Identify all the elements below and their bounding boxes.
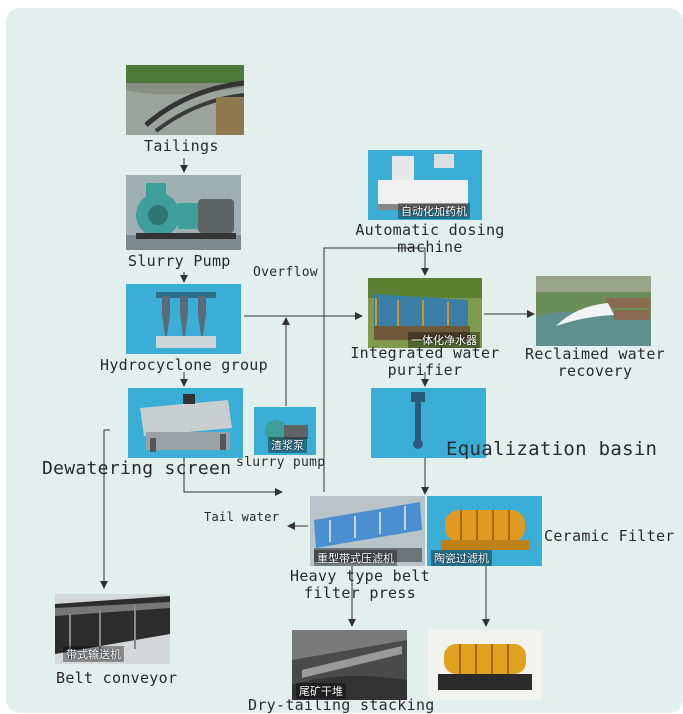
- hydrocyclone-label: Hydrocyclone group: [100, 356, 268, 374]
- dry-tailing-image: 尾矿干堆: [292, 630, 407, 700]
- water-purifier-label-line1: Integrated water: [350, 344, 500, 362]
- reclaimed-water-label-line1: Reclaimed water: [525, 345, 665, 363]
- belt-filter-press-label-line2: filter press: [304, 584, 416, 603]
- small-slurry-pump-image: 渣浆泵: [254, 407, 316, 455]
- ceramic-filter-image: 陶瓷过滤机: [427, 496, 542, 566]
- ceramic-output-image: [428, 630, 542, 700]
- dosing-machine-image: 自动化加药机: [368, 150, 482, 220]
- equalization-basin-label: Equalization basin: [446, 438, 658, 460]
- reclaimed-water-image: [536, 276, 651, 346]
- water-purifier-label: Integrated water purifier: [340, 344, 510, 380]
- tail-water-edge-label: Tail water: [204, 510, 280, 524]
- belt-filter-press-cn: 重型带式压滤机: [314, 550, 397, 566]
- dewatering-screen-image: [128, 388, 243, 458]
- hydrocyclone-image: [126, 284, 241, 354]
- dry-tailing-label: Dry-tailing stacking: [248, 696, 435, 714]
- slurry-pump-image: [126, 175, 241, 250]
- belt-conveyor-label: Belt conveyor: [56, 669, 178, 687]
- reclaimed-water-label-line2: recovery: [557, 362, 633, 381]
- water-purifier-cn: 一体化净水器: [408, 332, 480, 348]
- dry-tailing-cn: 尾矿干堆: [296, 683, 346, 699]
- reclaimed-water-label: Reclaimed water recovery: [520, 345, 670, 381]
- belt-filter-press-image: 重型带式压滤机: [310, 496, 425, 566]
- belt-conveyor-cn: 带式输送机: [63, 646, 124, 662]
- tailings-label: Tailings: [144, 137, 219, 155]
- dosing-machine-label-line2: machine: [397, 238, 463, 257]
- belt-conveyor-image: 带式输送机: [55, 594, 170, 664]
- equalization-basin-image: [371, 388, 486, 458]
- dosing-machine-label: Automatic dosing machine: [350, 221, 510, 257]
- belt-filter-press-label: Heavy type belt filter press: [280, 567, 440, 603]
- small-slurry-pump-label: slurry pump: [236, 455, 326, 470]
- dewatering-screen-label: Dewatering screen: [42, 458, 232, 479]
- ceramic-filter-cn: 陶瓷过滤机: [431, 550, 492, 566]
- dosing-machine-cn: 自动化加药机: [398, 203, 470, 219]
- water-purifier-image: 一体化净水器: [368, 278, 482, 348]
- overflow-edge-label: Overflow: [253, 265, 319, 280]
- ceramic-filter-label: Ceramic Filter: [544, 527, 675, 545]
- water-purifier-label-line2: purifier: [387, 361, 463, 380]
- slurry-pump-label: Slurry Pump: [128, 252, 231, 270]
- belt-filter-press-label-line1: Heavy type belt: [290, 567, 430, 585]
- tailings-image: [126, 65, 244, 135]
- small-slurry-pump-cn: 渣浆泵: [268, 437, 307, 453]
- dosing-machine-label-line1: Automatic dosing: [355, 221, 505, 239]
